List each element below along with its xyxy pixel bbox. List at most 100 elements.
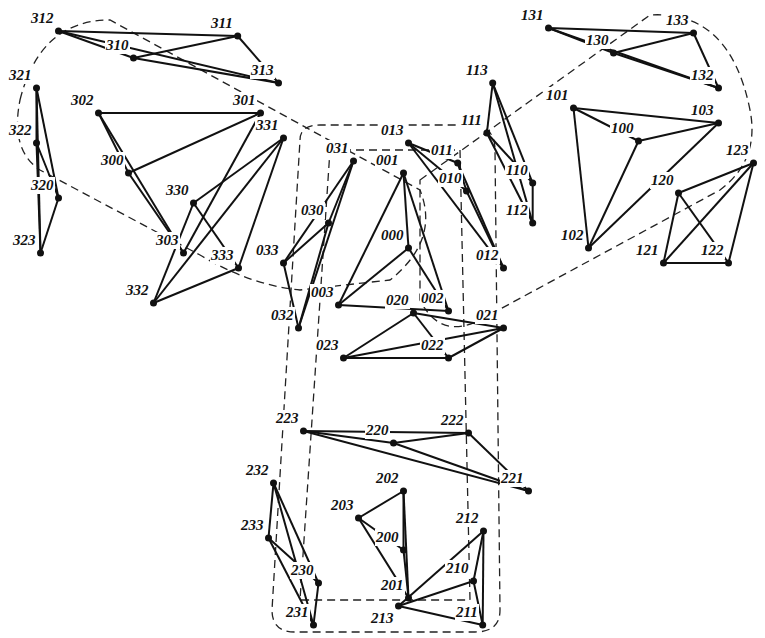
vertex-label: 313 bbox=[250, 62, 275, 79]
vertex-label: 021 bbox=[475, 307, 500, 324]
graph-edge bbox=[487, 133, 533, 183]
vertex-label: 223 bbox=[275, 410, 300, 427]
graph-edge bbox=[37, 88, 41, 253]
vertex-label: 200 bbox=[375, 529, 400, 546]
vertex-label: 311 bbox=[210, 15, 234, 32]
vertex-dot bbox=[545, 25, 552, 32]
vertex-dot bbox=[33, 85, 40, 92]
graph-edge bbox=[664, 163, 754, 263]
graph-edge bbox=[339, 173, 404, 305]
graph-edge bbox=[299, 161, 354, 328]
vertex-label: 222 bbox=[440, 412, 465, 429]
vertex-label: 101 bbox=[545, 87, 570, 104]
dashed-outline bbox=[300, 150, 470, 600]
vertex-label: 031 bbox=[325, 140, 350, 157]
vertex-label: 301 bbox=[232, 92, 257, 109]
vertex-label: 202 bbox=[375, 470, 400, 487]
vertex-label: 113 bbox=[465, 62, 489, 79]
vertex-label: 312 bbox=[30, 10, 55, 27]
vertex-dot bbox=[489, 80, 496, 87]
graph-edge bbox=[614, 53, 719, 88]
vertex-label: 203 bbox=[330, 497, 355, 514]
vertex-dot bbox=[715, 120, 722, 127]
vertex-dot bbox=[400, 170, 407, 177]
graph-edge bbox=[274, 483, 314, 625]
vertex-dot bbox=[529, 220, 536, 227]
graph-edge bbox=[238, 36, 279, 83]
vertex-dot bbox=[445, 308, 452, 315]
graph-edge bbox=[414, 313, 449, 358]
vertex-label: 300 bbox=[100, 152, 125, 169]
graph-edge bbox=[269, 538, 314, 625]
vertex-dot bbox=[234, 33, 241, 40]
vertex-dot bbox=[190, 200, 197, 207]
vertex-dot bbox=[350, 158, 357, 165]
vertex-dot bbox=[355, 515, 362, 522]
dashed-outline bbox=[272, 125, 500, 632]
graph-edge bbox=[299, 223, 329, 328]
graph-edge bbox=[679, 163, 754, 193]
graph-edge bbox=[487, 133, 533, 223]
graph-edge bbox=[344, 328, 504, 358]
graph-edge bbox=[314, 583, 319, 625]
vertex-label: 231 bbox=[285, 604, 310, 621]
vertex-label: 333 bbox=[210, 247, 235, 264]
vertex-dot bbox=[675, 190, 682, 197]
vertex-label: 302 bbox=[70, 92, 95, 109]
graph-edge bbox=[574, 108, 639, 141]
graph-edge bbox=[394, 443, 529, 491]
vertex-label: 221 bbox=[500, 470, 525, 487]
vertex-label: 010 bbox=[438, 170, 463, 187]
vertex-label: 011 bbox=[430, 142, 454, 159]
vertex-label: 212 bbox=[455, 510, 480, 527]
vertex-dot bbox=[529, 180, 536, 187]
vertex-label: 330 bbox=[165, 182, 190, 199]
vertex-label: 131 bbox=[520, 7, 545, 24]
vertex-dot bbox=[500, 265, 507, 272]
vertex-label: 303 bbox=[155, 232, 180, 249]
graph-edge bbox=[639, 123, 719, 141]
vertex-label: 133 bbox=[665, 12, 690, 29]
vertex-label: 111 bbox=[460, 112, 483, 129]
vertex-dot bbox=[55, 28, 62, 35]
graph-edge bbox=[269, 483, 274, 538]
graph-edge bbox=[269, 538, 319, 583]
vertex-dot bbox=[150, 300, 157, 307]
graph-edge bbox=[664, 262, 729, 264]
vertex-dot bbox=[610, 50, 617, 57]
graph-edge bbox=[449, 328, 504, 358]
vertex-label: 123 bbox=[725, 142, 750, 159]
vertex-dot bbox=[55, 195, 62, 202]
graph-edge bbox=[589, 141, 639, 248]
graph-edge bbox=[41, 198, 59, 253]
vertex-label: 233 bbox=[240, 517, 265, 534]
vertex-label: 322 bbox=[8, 122, 33, 139]
graph-edge bbox=[664, 193, 679, 263]
vertex-label: 320 bbox=[30, 177, 55, 194]
vertex-dot bbox=[395, 603, 402, 610]
vertex-label: 201 bbox=[380, 577, 405, 594]
graph-edge bbox=[154, 268, 239, 303]
graph-edge bbox=[134, 58, 279, 83]
vertex-dot bbox=[470, 578, 477, 585]
vertex-label: 001 bbox=[375, 152, 400, 169]
vertex-label: 211 bbox=[455, 604, 479, 621]
vertex-label: 112 bbox=[505, 202, 529, 219]
vertex-dot bbox=[410, 310, 417, 317]
graph-edge bbox=[409, 143, 504, 268]
graph-edge bbox=[154, 138, 284, 303]
vertex-dot bbox=[390, 440, 397, 447]
vertex-dot bbox=[300, 428, 307, 435]
vertex-dot bbox=[280, 260, 287, 267]
vertex-dot bbox=[257, 110, 264, 117]
graph-edge bbox=[99, 112, 261, 114]
graph-edge bbox=[679, 193, 729, 263]
vertex-dot bbox=[130, 55, 137, 62]
vertex-label: 023 bbox=[315, 337, 340, 354]
graph-edge bbox=[409, 143, 467, 191]
vertex-label: 213 bbox=[370, 610, 395, 627]
vertex-dot bbox=[585, 245, 592, 252]
vertex-dot bbox=[310, 622, 317, 629]
vertex-label: 331 bbox=[255, 117, 280, 134]
vertex-dot bbox=[479, 622, 486, 629]
